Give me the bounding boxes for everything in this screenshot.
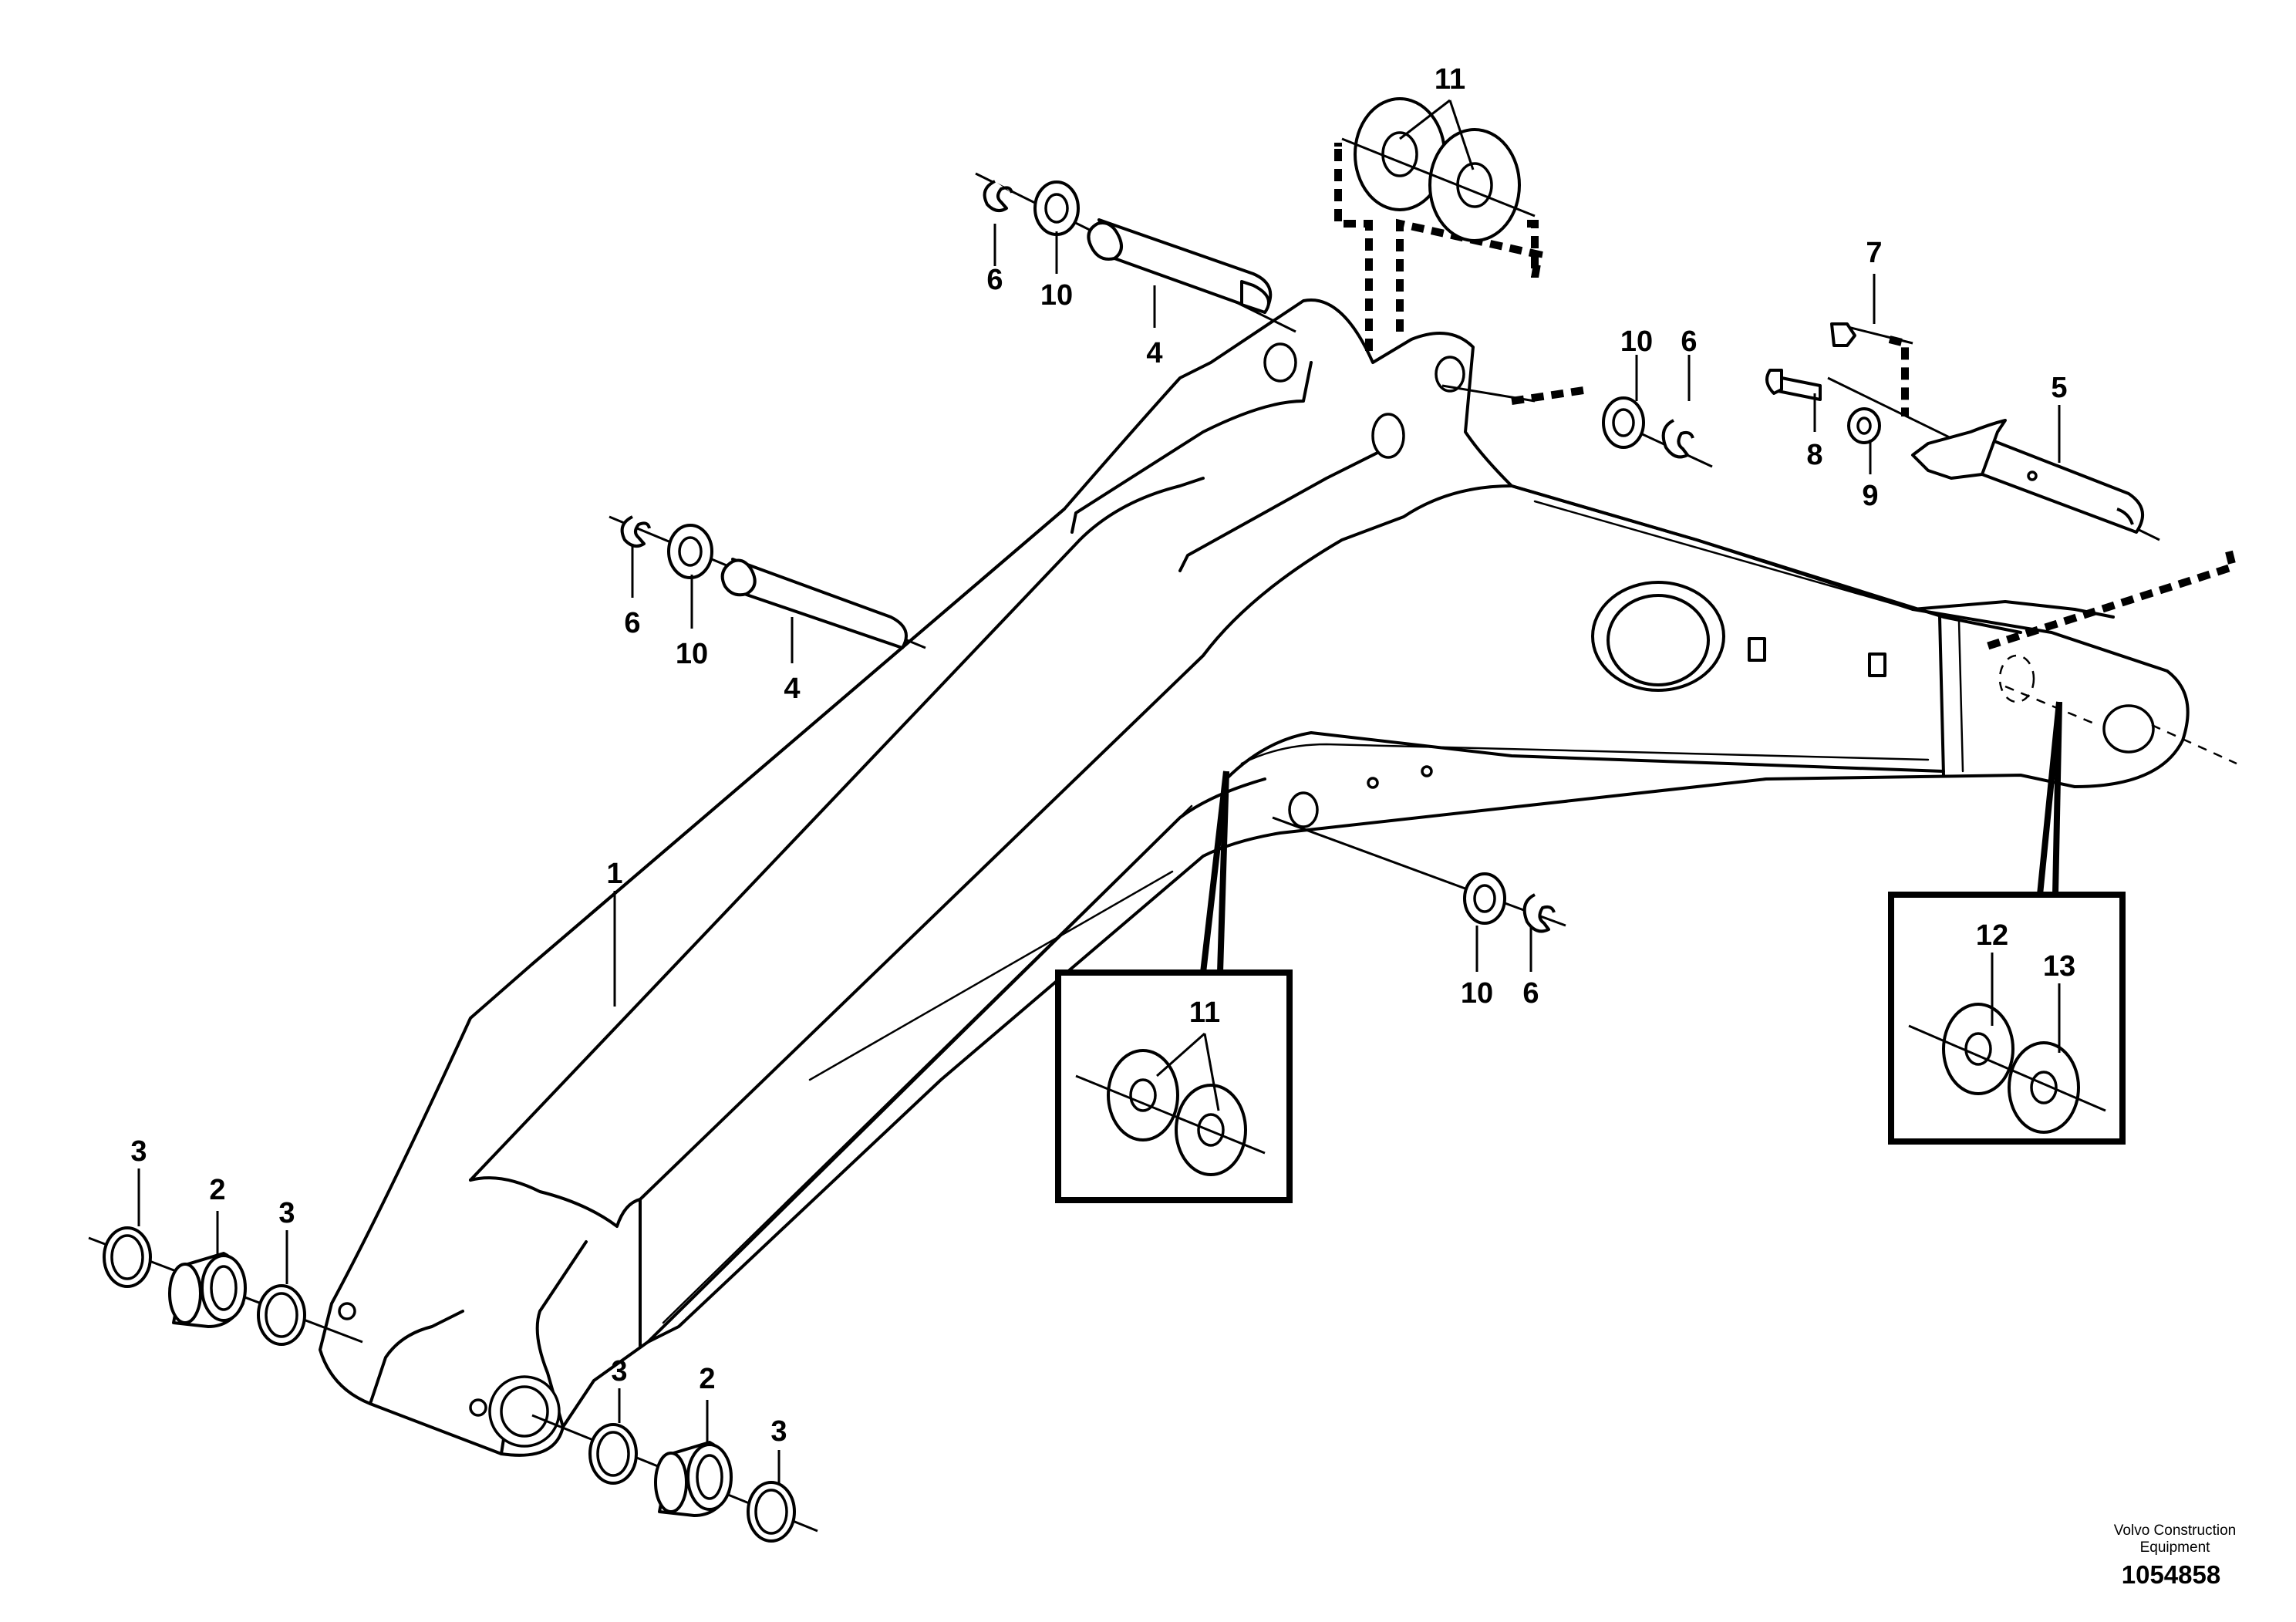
callout-6-d: 6	[1522, 977, 1539, 1010]
boom-holes	[338, 342, 2155, 1448]
callout-11-top: 11	[1435, 63, 1465, 96]
drawing-reference-number: 1054858	[2122, 1560, 2220, 1589]
callout-3-a: 3	[130, 1135, 147, 1168]
callout-1: 1	[606, 858, 622, 890]
boom-part-1	[319, 298, 2190, 1457]
pin-4-lower	[620, 515, 908, 649]
callout-10-b: 10	[676, 638, 708, 670]
callout-labels: 1 2 2 3 3 3 3 4 4 5 6 6 6 6 7 8 9 10 10 …	[130, 63, 2075, 1448]
footer: Volvo Construction Equipment 1054858	[2114, 1523, 2236, 1589]
callout-3-c: 3	[611, 1355, 627, 1388]
inset-box-shims-12-13	[1888, 701, 2126, 1145]
company-name-line1: Volvo Construction	[2114, 1523, 2236, 1539]
company-name-line2: Equipment	[2140, 1539, 2211, 1556]
callout-10-c: 10	[1620, 325, 1653, 358]
callout-4-lower: 4	[784, 673, 800, 705]
callout-3-b: 3	[278, 1197, 295, 1229]
callout-10-a: 10	[1040, 279, 1073, 312]
shims-11-top	[1334, 97, 1539, 278]
callout-2-left: 2	[209, 1174, 225, 1206]
callout-3-d: 3	[770, 1415, 787, 1448]
pin-4-upper	[983, 180, 1273, 314]
callout-6-b: 6	[624, 607, 640, 639]
callout-9: 9	[1862, 480, 1878, 512]
callout-12: 12	[1976, 919, 2008, 952]
pin-5	[1765, 322, 2144, 534]
leader-lines	[137, 99, 2061, 1485]
foot-bushings	[103, 1226, 796, 1543]
callout-5: 5	[2051, 372, 2067, 404]
callout-6-a: 6	[986, 264, 1003, 296]
callout-11-inset: 11	[1189, 996, 1220, 1029]
callout-6-c: 6	[1681, 325, 1697, 358]
callout-2-right: 2	[699, 1363, 715, 1395]
callout-8: 8	[1806, 439, 1822, 471]
callout-10-d: 10	[1461, 977, 1493, 1010]
callout-13: 13	[2043, 950, 2075, 983]
right-washers	[1463, 396, 1694, 933]
callout-4-upper: 4	[1146, 337, 1162, 369]
callout-7: 7	[1866, 237, 1882, 269]
